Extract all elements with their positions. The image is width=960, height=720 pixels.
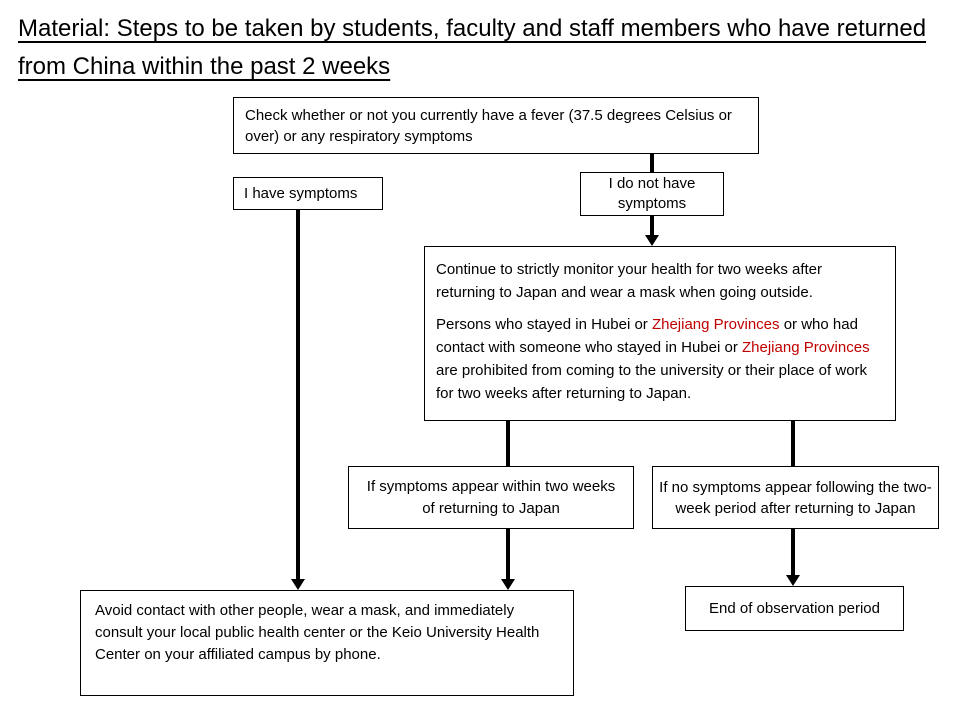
- page-title-line-2: from China within the past 2 weeks: [18, 52, 391, 80]
- symptoms-within-label-box: If symptoms appear within two weeks of r…: [348, 466, 634, 529]
- no-symptoms-after-text: If no symptoms appear following the two-…: [659, 478, 932, 517]
- have-symptoms-label-box: I have symptoms: [233, 177, 383, 210]
- no-symptoms-text: I do not have symptoms: [608, 175, 696, 212]
- avoid-contact-box: Avoid contact with other people, wear a …: [80, 590, 574, 696]
- end-observation-box: End of observation period: [685, 586, 904, 631]
- check-fever-text: Check whether or not you currently have …: [245, 107, 732, 145]
- arrow-line-have-symptoms-to-avoid: [296, 210, 300, 579]
- have-symptoms-text: I have symptoms: [244, 185, 358, 202]
- avoid-contact-text: Avoid contact with other people, wear a …: [95, 602, 540, 663]
- no-symptoms-label-box: I do not have symptoms: [580, 172, 724, 216]
- check-fever-box: Check whether or not you currently have …: [233, 97, 759, 154]
- no-symptoms-after-label-box: If no symptoms appear following the two-…: [652, 466, 939, 529]
- page-title-line-1: Material: Steps to be taken by students,…: [18, 15, 927, 42]
- monitor-health-paragraph-1: Continue to strictly monitor your health…: [436, 261, 823, 301]
- arrow-line-symptoms-within-to-avoid: [506, 529, 510, 579]
- arrow-line-no-symptoms-after-to-end: [791, 529, 795, 575]
- arrowhead-no-symptoms-to-monitor: [645, 235, 659, 246]
- arrowhead-have-symptoms-to-avoid: [291, 579, 305, 590]
- end-observation-text: End of observation period: [709, 600, 880, 617]
- monitor-health-box: Continue to strictly monitor your health…: [424, 246, 896, 421]
- arrow-line-no-symptoms-to-monitor: [650, 216, 654, 236]
- connector-monitor-to-no-symptoms-after: [791, 421, 795, 466]
- connector-check-to-no-symptoms: [650, 154, 654, 172]
- connector-monitor-to-symptoms-within: [506, 421, 510, 466]
- symptoms-within-text: If symptoms appear within two weeks of r…: [366, 477, 616, 517]
- monitor-health-paragraph-2: Persons who stayed in Hubei or Zhejiang …: [436, 316, 870, 402]
- page-title: Material: Steps to be taken by students,…: [18, 10, 958, 86]
- arrowhead-symptoms-within-to-avoid: [501, 579, 515, 590]
- arrowhead-no-symptoms-after-to-end: [786, 575, 800, 586]
